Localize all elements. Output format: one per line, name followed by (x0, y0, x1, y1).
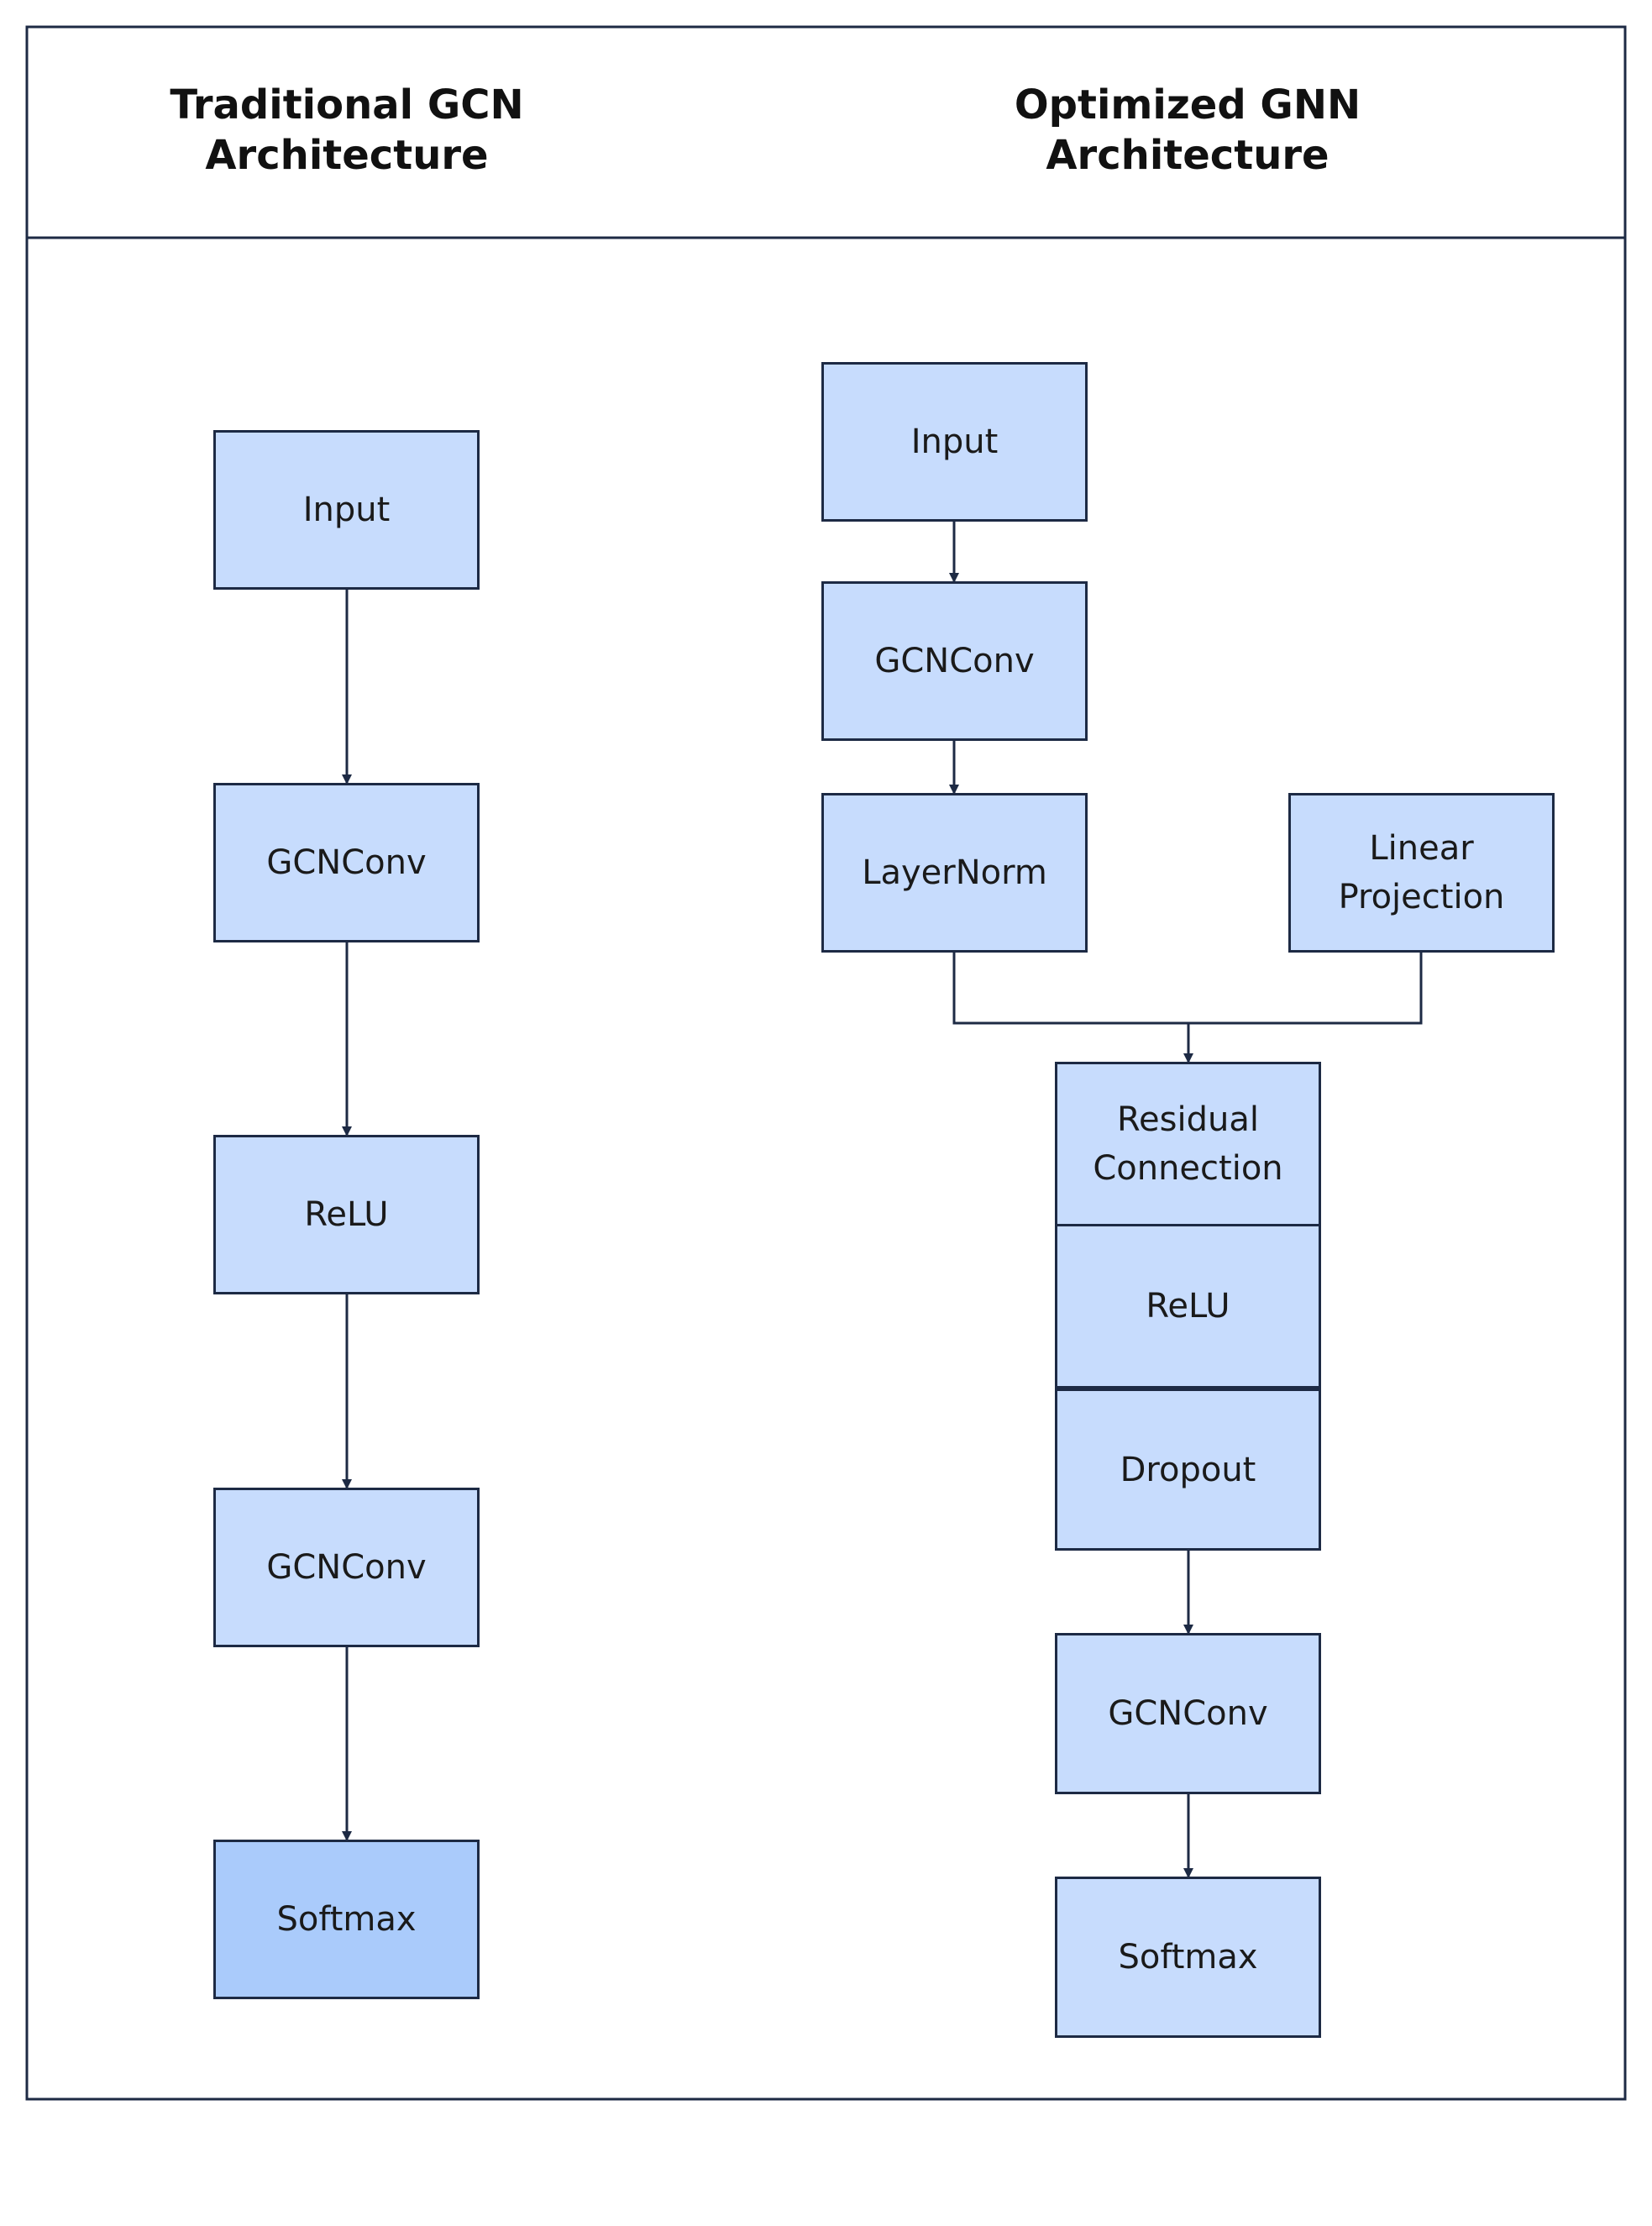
left-column-title: Traditional GCN Architecture (53, 80, 641, 181)
right-node-residual-connection: Residual Connection (1055, 1062, 1321, 1226)
node-label: ReLU (1146, 1287, 1230, 1326)
node-label-line-2: Projection (1338, 878, 1505, 916)
left-node-gcnconv-1: GCNConv (213, 783, 480, 942)
right-node-gcnconv-2: GCNConv (1055, 1633, 1321, 1794)
node-label-line-1: Linear (1369, 829, 1474, 868)
right-node-relu: ReLU (1055, 1226, 1321, 1389)
right-node-dropout: Dropout (1055, 1389, 1321, 1551)
node-label: LayerNorm (862, 853, 1047, 892)
node-label: Softmax (276, 1900, 417, 1939)
node-label: Input (910, 423, 999, 461)
right-title-line-2: Architecture (1046, 132, 1329, 179)
node-label: GCNConv (874, 642, 1035, 680)
node-label: Softmax (1118, 1938, 1258, 1977)
right-column-title: Optimized GNN Architecture (894, 80, 1482, 181)
right-title-line-1: Optimized GNN (1014, 81, 1361, 129)
node-label-line-2: Connection (1093, 1149, 1283, 1188)
right-node-softmax: Softmax (1055, 1877, 1321, 2038)
node-label: Input (302, 491, 391, 529)
left-title-line-2: Architecture (205, 132, 489, 179)
left-node-input: Input (213, 430, 480, 590)
node-label-line-1: Residual (1117, 1100, 1259, 1139)
left-node-gcnconv-2: GCNConv (213, 1488, 480, 1647)
left-title-line-1: Traditional GCN (170, 81, 524, 129)
left-node-relu: ReLU (213, 1135, 480, 1294)
left-node-softmax: Softmax (213, 1840, 480, 1999)
right-node-input: Input (821, 362, 1088, 522)
node-label: GCNConv (266, 843, 427, 882)
node-label: GCNConv (1108, 1694, 1268, 1733)
node-label: ReLU (304, 1195, 389, 1234)
node-label: Dropout (1120, 1450, 1256, 1489)
right-node-gcnconv-1: GCNConv (821, 581, 1088, 741)
connector-layernorm-merge (952, 953, 1423, 1025)
node-label: GCNConv (266, 1548, 427, 1587)
outer-frame (25, 25, 1627, 2101)
right-node-layernorm: LayerNorm (821, 793, 1088, 953)
right-node-linear-projection: Linear Projection (1288, 793, 1555, 953)
